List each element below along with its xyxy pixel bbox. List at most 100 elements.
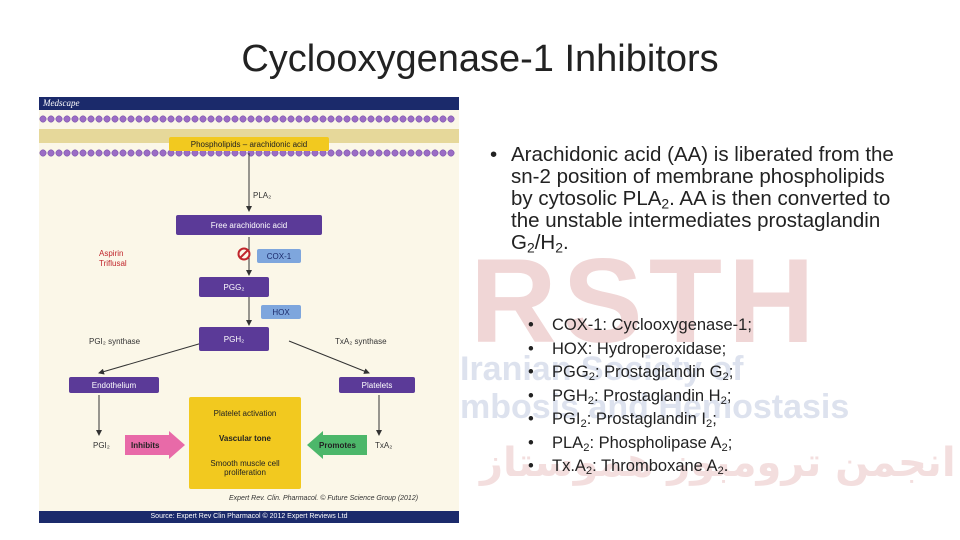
- phospholipid-head: [215, 115, 223, 123]
- definition-item: •PGI2: Prostaglandin I2;: [528, 408, 752, 432]
- platelets-box: Platelets: [339, 377, 415, 393]
- phospholipid-head: [151, 149, 159, 157]
- definition-text: PGG2: Prostaglandin G2;: [552, 363, 734, 383]
- phospholipid-head: [415, 149, 423, 157]
- triflusal-label: Triflusal: [99, 259, 127, 268]
- phospholipid-head: [327, 115, 335, 123]
- phospholipid-head: [263, 115, 271, 123]
- aspirin-label: Aspirin: [99, 249, 124, 258]
- bullet-dot: •: [528, 386, 534, 405]
- watermark-logo: RSTH: [470, 234, 821, 368]
- phospholipid-head: [183, 115, 191, 123]
- figure-header: Medscape: [39, 97, 459, 110]
- promotes-arrow: Promotes: [307, 431, 367, 459]
- phospholipid-head: [63, 149, 71, 157]
- hox-box: HOX: [261, 305, 301, 319]
- phospholipid-head: [47, 149, 55, 157]
- bullet-dot: •: [490, 143, 498, 166]
- phospholipids-box: Phospholipids – arachidonic acid: [169, 137, 329, 151]
- bullet-dot: •: [528, 316, 534, 334]
- definition-text: PGH2: Prostaglandin H2;: [552, 386, 732, 407]
- definitions-list: •COX-1: Cyclooxygenase-1;•HOX: Hydropero…: [528, 314, 752, 479]
- phospholipid-head: [207, 115, 215, 123]
- phospholipid-head: [159, 115, 167, 123]
- phospholipid-head: [135, 149, 143, 157]
- bullet-dot: •: [528, 457, 534, 475]
- phospholipid-head: [223, 115, 231, 123]
- definition-item: • PGH2: Prostaglandin H2;: [528, 385, 752, 409]
- pgh2-box: PGH₂: [199, 327, 269, 351]
- phospholipid-head: [327, 149, 335, 157]
- phospholipid-head: [399, 149, 407, 157]
- phospholipid-head: [351, 115, 359, 123]
- phospholipid-head: [431, 149, 439, 157]
- smooth-muscle-text: Smooth muscle cell proliferation: [210, 459, 280, 477]
- cox1-box: COX-1: [257, 249, 301, 263]
- phospholipid-head: [47, 115, 55, 123]
- phospholipid-head: [87, 149, 95, 157]
- phospholipid-head: [103, 115, 111, 123]
- phospholipid-head: [39, 149, 47, 157]
- phospholipid-head: [439, 149, 447, 157]
- pgi2-label: PGI₂: [93, 441, 110, 450]
- bullet-dot: •: [528, 363, 534, 381]
- phospholipid-head: [343, 115, 351, 123]
- phospholipid-head: [407, 149, 415, 157]
- bullet-dot: •: [528, 339, 534, 358]
- figure-credit: Expert Rev. Clin. Pharmacol. © Future Sc…: [229, 495, 419, 502]
- pathway-figure: Medscape Phospholipids – arachidonic aci…: [39, 97, 459, 523]
- phospholipid-head: [383, 149, 391, 157]
- phospholipid-head: [359, 115, 367, 123]
- phospholipid-head: [375, 115, 383, 123]
- bullet-dot: •: [528, 433, 534, 452]
- phospholipid-head: [399, 115, 407, 123]
- txa2-synthase-label: TxA₂ synthase: [335, 337, 387, 346]
- free-aa-box: Free arachidonic acid: [176, 215, 322, 235]
- phospholipid-head: [335, 115, 343, 123]
- slide-title: Cyclooxygenase-1 Inhibitors: [241, 38, 719, 80]
- phospholipid-head: [231, 115, 239, 123]
- phospholipid-head: [55, 149, 63, 157]
- phospholipid-head: [79, 149, 87, 157]
- phospholipid-head: [199, 115, 207, 123]
- main-bullet-text: Arachidonic acid (AA) is liberated from …: [511, 143, 894, 256]
- watermark-line-2: mbosis and Hemostasis: [460, 388, 850, 426]
- phospholipid-head: [71, 115, 79, 123]
- phospholipid-head: [391, 115, 399, 123]
- phospholipid-head: [191, 115, 199, 123]
- phospholipid-head: [55, 115, 63, 123]
- definition-item: •HOX: Hydroperoxidase;: [528, 338, 752, 362]
- phospholipid-head: [63, 115, 71, 123]
- watermark-line-1: Iranian Society of: [460, 350, 744, 388]
- definition-item: •COX-1: Cyclooxygenase-1;: [528, 314, 752, 338]
- phospholipid-head: [407, 115, 415, 123]
- phospholipid-head: [159, 149, 167, 157]
- endothelium-box: Endothelium: [69, 377, 159, 393]
- phospholipid-head: [95, 149, 103, 157]
- phospholipid-head: [119, 115, 127, 123]
- definition-item: •PLA2: Phospholipase A2;: [528, 432, 752, 456]
- figure-footer: Source: Expert Rev Clin Pharmacol © 2012…: [39, 511, 459, 523]
- phospholipid-head: [39, 115, 47, 123]
- phospholipid-head: [375, 149, 383, 157]
- phospholipid-head: [423, 115, 431, 123]
- platelet-activation-text: Platelet activation: [213, 409, 277, 418]
- phospholipid-head: [143, 115, 151, 123]
- vascular-tone-text: Vascular tone: [218, 434, 272, 443]
- phospholipid-head: [143, 149, 151, 157]
- definition-text: PGI2: Prostaglandin I2;: [552, 410, 717, 430]
- phospholipid-head: [423, 149, 431, 157]
- phospholipid-head: [447, 115, 455, 123]
- definition-item: •Tx.A2: Thromboxane A2.: [528, 455, 752, 479]
- phospholipid-head: [335, 149, 343, 157]
- phospholipid-head: [119, 149, 127, 157]
- inhibits-arrow: Inhibits: [125, 431, 185, 459]
- pla2-label: PLA₂: [253, 191, 272, 200]
- phospholipid-head: [135, 115, 143, 123]
- phospholipid-head: [391, 149, 399, 157]
- watermark-line-3: انجمن ترومبوز هموستاز: [480, 440, 956, 486]
- phospholipid-head: [279, 115, 287, 123]
- phospholipid-head: [103, 149, 111, 157]
- inhibit-icon: [237, 247, 251, 261]
- pgi2-synthase-label: PGI₂ synthase: [89, 337, 141, 346]
